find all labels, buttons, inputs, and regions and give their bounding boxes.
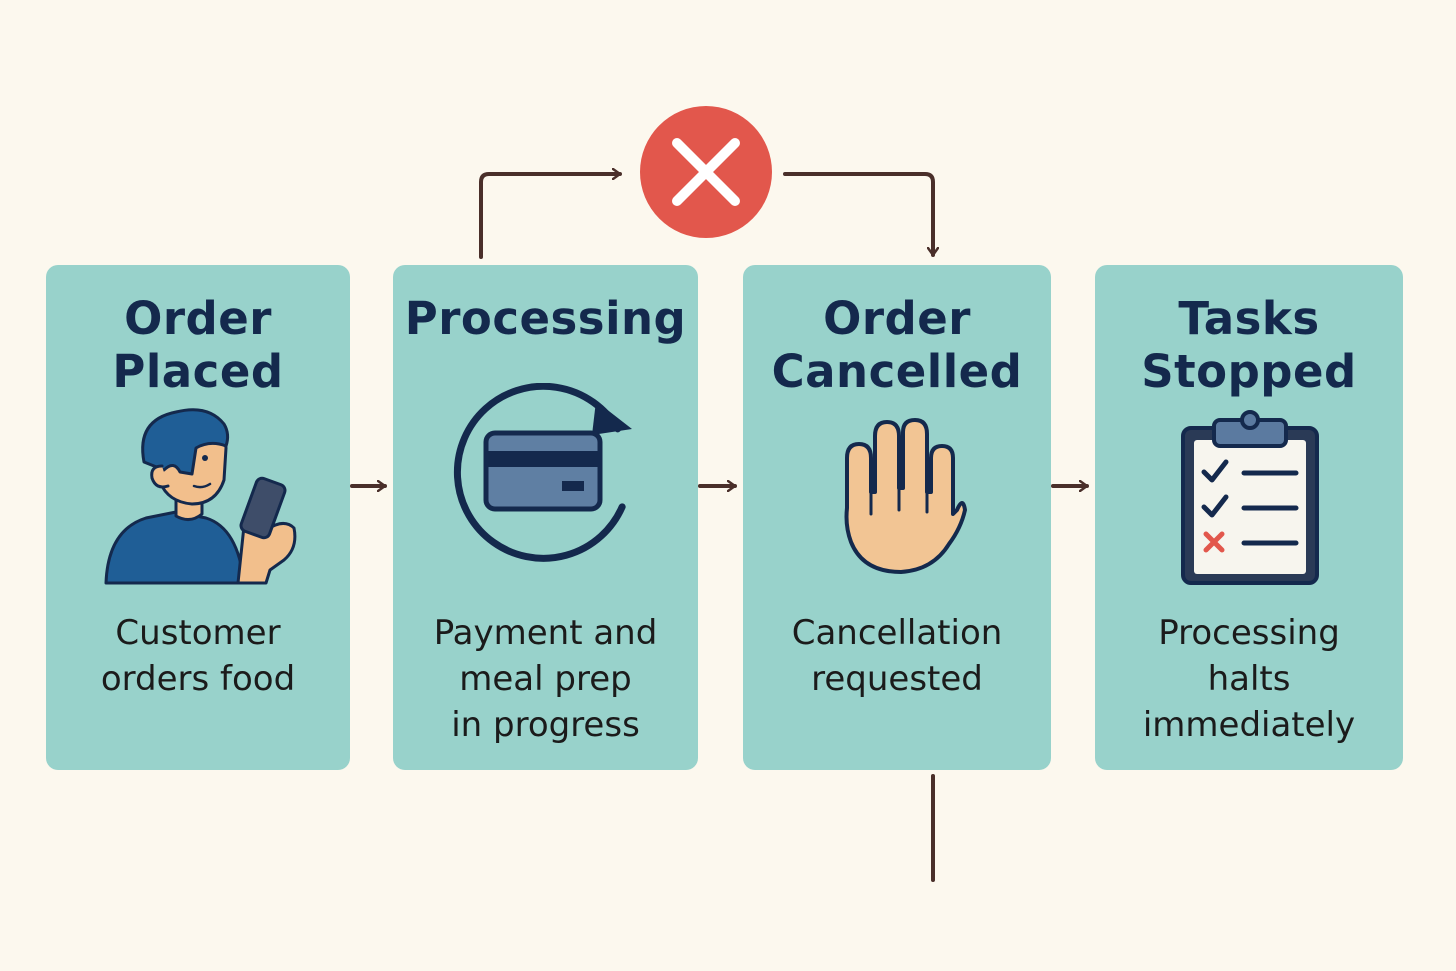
description-line: Cancellation [791, 613, 1003, 653]
x-circle-icon [640, 106, 772, 238]
step-description: Payment and meal prep in progress [393, 610, 698, 748]
step-description: Processing halts immediately [1095, 610, 1403, 748]
description-line: Customer [115, 613, 281, 653]
title-line: Stopped [1141, 345, 1357, 398]
title-line: Tasks [1178, 292, 1320, 345]
branch-arrow-from-cancel [783, 172, 933, 257]
description-line: halts [1207, 659, 1291, 699]
title-line: Order [823, 292, 971, 345]
clipboard-checklist-icon [1181, 410, 1319, 585]
step-description: Customer orders food [46, 610, 350, 702]
description-line: Processing [1158, 613, 1340, 653]
branch-arrow-to-cancel [479, 174, 622, 259]
description-line: in progress [451, 705, 640, 745]
description-line: Payment and [433, 613, 658, 653]
description-line: orders food [100, 659, 296, 699]
card-refresh-icon [453, 383, 632, 562]
step-title: Order Cancelled [743, 292, 1051, 398]
title-line: Placed [112, 345, 284, 398]
description-line: immediately [1142, 705, 1356, 745]
title-line: Cancelled [771, 345, 1023, 398]
raised-hand-icon [844, 418, 967, 574]
person-with-phone-icon [104, 408, 297, 585]
step-description: Cancellation requested [743, 610, 1051, 702]
step-title: Tasks Stopped [1095, 292, 1403, 398]
step-title: Processing [393, 292, 698, 345]
description-line: requested [811, 659, 983, 699]
title-line: Order [124, 292, 272, 345]
step-title: Order Placed [46, 292, 350, 398]
step-card-processing [393, 265, 698, 770]
title-line: Processing [404, 292, 687, 345]
description-line: meal prep [459, 659, 632, 699]
